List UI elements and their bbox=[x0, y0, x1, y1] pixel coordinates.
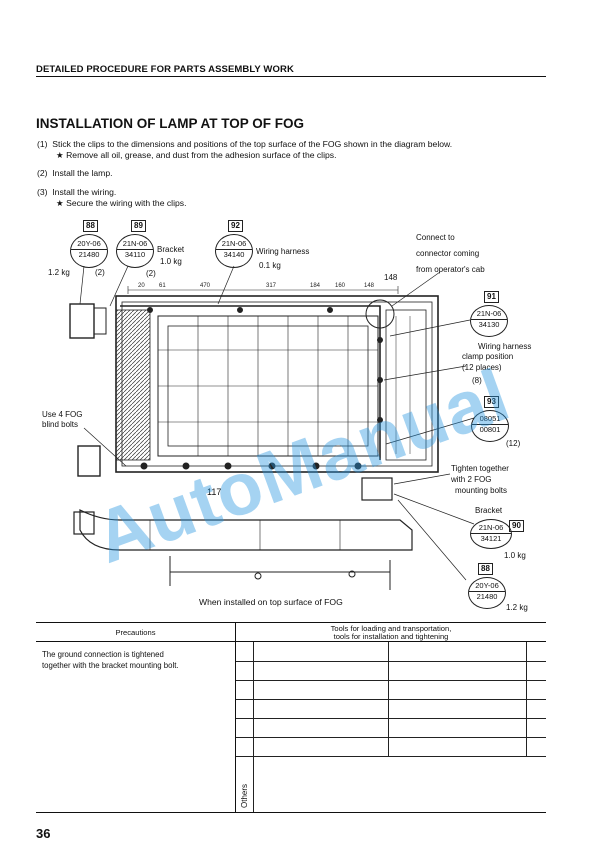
tighten-label-line2: with 2 FOG bbox=[451, 475, 492, 484]
blind-bolts-line2: blind bolts bbox=[42, 420, 79, 429]
weight-label: 1.0 kg bbox=[160, 257, 182, 266]
page-title: INSTALLATION OF LAMP AT TOP OF FOG bbox=[36, 116, 304, 131]
ref-box-90: 90 bbox=[509, 520, 524, 532]
part-number-b: 21480 bbox=[78, 250, 100, 259]
tools-header-line2: tools for installation and tightening bbox=[333, 632, 449, 641]
table-header-rule bbox=[36, 641, 546, 642]
part-circle-92: 21N-06 34140 bbox=[215, 234, 253, 268]
step-3-text: Install the wiring. bbox=[52, 187, 117, 197]
connect-label-line1: Connect to bbox=[416, 233, 455, 242]
part-number-a: 21N-06 bbox=[471, 523, 511, 534]
others-label: Others bbox=[240, 783, 249, 808]
tighten-label-line3: mounting bolts bbox=[455, 486, 508, 495]
step-2-text: Install the lamp. bbox=[52, 168, 113, 178]
part-circle-90: 21N-06 34121 bbox=[470, 519, 512, 549]
step-3-num: (3) bbox=[37, 187, 48, 197]
weight-label: 1.2 kg bbox=[506, 603, 528, 612]
grid-row-line bbox=[236, 756, 546, 757]
tighten-label-line1: Tighten together bbox=[451, 464, 509, 473]
part-circle-89: 21N-06 34110 bbox=[116, 234, 154, 268]
connect-label-line2: connector coming bbox=[416, 249, 480, 258]
part-circle-93: 08051 00801 bbox=[471, 410, 509, 442]
table-divider bbox=[235, 622, 236, 812]
part-circle-88-lower: 20Y-06 21480 bbox=[468, 577, 506, 609]
part-number-a: 21N-06 bbox=[471, 309, 507, 320]
part-number-a: 08051 bbox=[472, 414, 508, 425]
part-circle-91: 21N-06 34130 bbox=[470, 305, 508, 337]
note-1: ★ Remove all oil, grease, and dust from … bbox=[56, 150, 337, 160]
grid-col-line bbox=[526, 642, 527, 757]
ref-box-93: 93 bbox=[484, 396, 499, 408]
part-number-b: 34140 bbox=[223, 250, 245, 259]
grid-row-line bbox=[236, 661, 546, 662]
clamp-label-line2: clamp position bbox=[462, 352, 514, 361]
tools-header-line1: Tools for loading and transportation, bbox=[330, 624, 452, 633]
clamp-label-line3: (12 places) bbox=[462, 363, 502, 372]
page-number: 36 bbox=[36, 826, 51, 841]
part-number-a: 21N-06 bbox=[117, 239, 153, 250]
name-label: Wiring harness bbox=[256, 247, 310, 256]
dim-label: 470 bbox=[200, 283, 211, 289]
dim-label: 20 bbox=[138, 283, 145, 289]
connect-label-line3: from operator's cab bbox=[416, 265, 485, 274]
precaution-line1: The ground connection is tightened bbox=[42, 650, 164, 659]
note-2: ★ Secure the wiring with the clips. bbox=[56, 198, 187, 208]
dim-label: 148 bbox=[364, 283, 375, 289]
grid-row-line bbox=[236, 680, 546, 681]
part-number-a: 20Y-06 bbox=[71, 239, 107, 250]
part-number-a: 21N-06 bbox=[216, 239, 252, 250]
name-label: Bracket bbox=[475, 506, 503, 515]
step-3: (3) Install the wiring. bbox=[37, 187, 116, 198]
weight-label: 0.1 kg bbox=[259, 261, 281, 270]
clamp-label-line4: (8) bbox=[472, 376, 482, 385]
weight-label: 1.2 kg bbox=[48, 268, 70, 277]
grid-row-line bbox=[236, 699, 546, 700]
step-2-num: (2) bbox=[37, 168, 48, 178]
section-header: DETAILED PROCEDURE FOR PARTS ASSEMBLY WO… bbox=[36, 64, 294, 75]
diagram-caption: When installed on top surface of FOG bbox=[199, 597, 343, 607]
part-number-b: 21480 bbox=[476, 592, 498, 601]
grid-col-line bbox=[388, 642, 389, 757]
dim-label: 184 bbox=[310, 283, 321, 289]
part-number-b: 34121 bbox=[480, 534, 502, 543]
part-number-b: 34110 bbox=[124, 250, 146, 259]
weight-label: 1.0 kg bbox=[504, 551, 526, 560]
grid-row-line bbox=[236, 737, 546, 738]
ref-box-88-lower: 88 bbox=[478, 563, 493, 575]
part-number-a: 20Y-06 bbox=[469, 581, 505, 592]
step-1: (1) Stick the clips to the dimensions an… bbox=[37, 139, 452, 150]
blind-bolts-line1: Use 4 FOG bbox=[42, 410, 83, 419]
step-1-num: (1) bbox=[37, 139, 48, 149]
part-number-b: 34130 bbox=[478, 320, 500, 329]
table-top-rule bbox=[36, 622, 546, 624]
ref-box-92: 92 bbox=[228, 220, 243, 232]
dim-label: 61 bbox=[159, 283, 166, 289]
header-rule bbox=[36, 76, 546, 78]
part-circle-88: 20Y-06 21480 bbox=[70, 234, 108, 268]
step-2: (2) Install the lamp. bbox=[37, 168, 112, 179]
dim-label: 317 bbox=[266, 283, 277, 289]
qty-label: (12) bbox=[506, 439, 521, 448]
grid-row-line bbox=[236, 718, 546, 719]
dim-label: 148 bbox=[384, 273, 398, 282]
dim-label: 160 bbox=[335, 283, 346, 289]
name-label: Bracket bbox=[157, 245, 185, 254]
step-1-text: Stick the clips to the dimensions and po… bbox=[52, 139, 453, 149]
clamp-label-line1: Wiring harness bbox=[478, 342, 532, 351]
dim-label: 117 bbox=[207, 487, 222, 497]
qty-label: (2) bbox=[146, 269, 156, 278]
qty-label: (2) bbox=[95, 268, 105, 277]
precautions-header: Precautions bbox=[115, 628, 156, 637]
part-number-b: 00801 bbox=[479, 425, 501, 434]
ref-box-91: 91 bbox=[484, 291, 499, 303]
ref-box-89: 89 bbox=[131, 220, 146, 232]
ref-box-88: 88 bbox=[83, 220, 98, 232]
table-bottom-rule bbox=[36, 812, 546, 814]
grid-col-line bbox=[253, 642, 254, 812]
precaution-line2: together with the bracket mounting bolt. bbox=[42, 661, 179, 670]
